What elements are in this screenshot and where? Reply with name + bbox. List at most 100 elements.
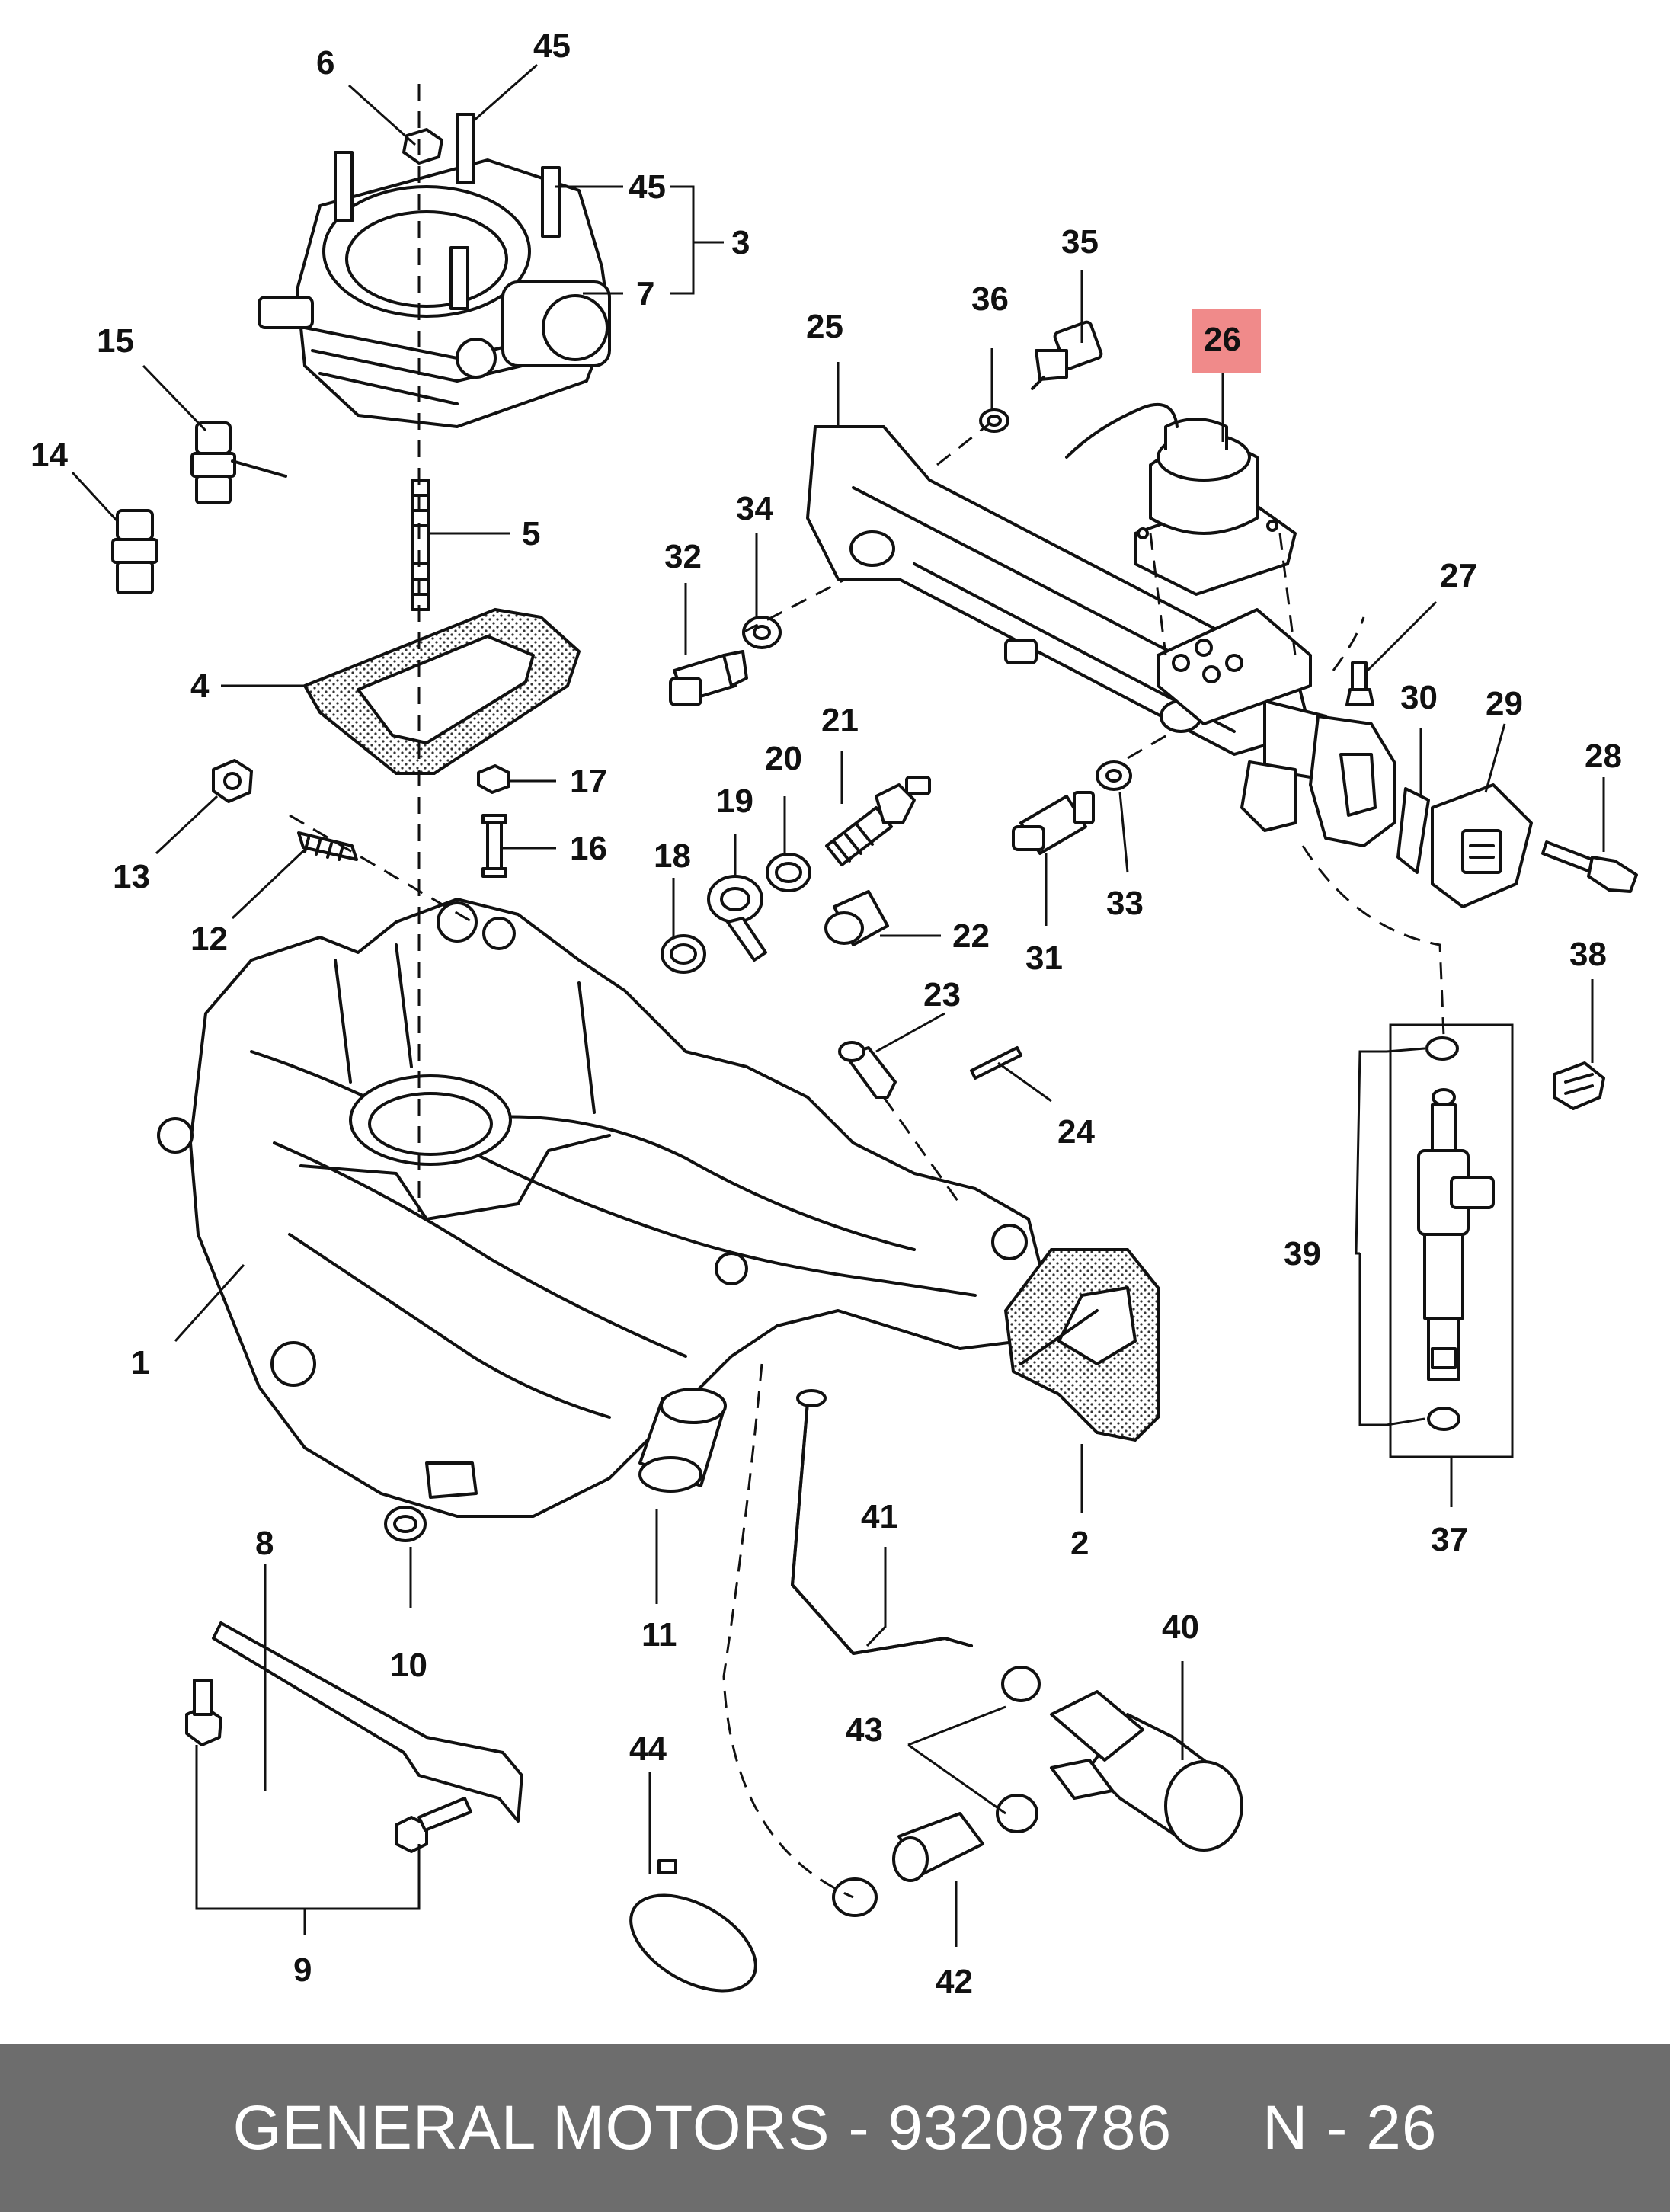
connector-42 — [892, 1812, 984, 1882]
filter-40 — [1050, 1690, 1243, 1852]
callout-44: 44 — [629, 1730, 667, 1768]
callout-43: 43 — [846, 1711, 883, 1749]
callout-34: 34 — [736, 490, 773, 527]
callout-21: 21 — [821, 702, 859, 739]
seal-18 — [661, 934, 706, 974]
callout-36: 36 — [971, 280, 1009, 318]
clamp-43a — [1001, 1666, 1041, 1702]
washer-34 — [742, 616, 782, 649]
footer-ref-prefix: N - — [1262, 2093, 1367, 2162]
pin-24 — [970, 1046, 1022, 1080]
bolt-9a — [185, 1679, 222, 1746]
callout-2: 2 — [1070, 1525, 1089, 1562]
callout-29: 29 — [1486, 685, 1523, 722]
fitting-15 — [190, 421, 287, 504]
callout-13: 13 — [113, 858, 150, 895]
footer-ref-number: 26 — [1366, 2093, 1438, 2162]
pin-16 — [481, 814, 507, 878]
callout-14: 14 — [30, 437, 68, 474]
callout-5: 5 — [522, 515, 540, 552]
callout-17: 17 — [570, 763, 607, 800]
fitting-14 — [111, 509, 158, 594]
fuel-pressure-regulator — [1065, 403, 1312, 725]
banjo-19 — [707, 875, 767, 962]
callout-25: 25 — [806, 308, 843, 345]
callout-18: 18 — [654, 837, 691, 875]
cover-29 — [1431, 783, 1533, 908]
exploded-parts-diagram: 6 45 45 3 7 15 14 5 4 13 12 17 16 1 35 3… — [30, 27, 1638, 2000]
seal-20 — [766, 853, 811, 892]
callout-22: 22 — [952, 917, 990, 955]
nut-17 — [477, 764, 510, 794]
callout-15: 15 — [97, 322, 134, 360]
cap-11 — [638, 1388, 727, 1493]
cap-22 — [824, 890, 889, 946]
callout-26: 26 — [1204, 321, 1241, 358]
nut-13 — [212, 759, 253, 803]
callout-20: 20 — [765, 740, 802, 777]
sensor-32 — [669, 650, 748, 706]
leader-lines — [71, 63, 1605, 1947]
callout-16: 16 — [570, 830, 607, 867]
sensor-31 — [1012, 791, 1095, 855]
callout-45: 45 — [629, 168, 666, 206]
footer-gap — [1172, 2093, 1262, 2162]
seal-10 — [384, 1506, 427, 1542]
callout-38: 38 — [1569, 936, 1607, 973]
assembly-lines — [289, 84, 1445, 1899]
callout-35: 35 — [1061, 223, 1099, 261]
callout-1: 1 — [131, 1344, 149, 1381]
callout-33: 33 — [1106, 885, 1144, 922]
callout-7: 7 — [636, 275, 654, 312]
stud-12 — [297, 831, 358, 861]
callout-23: 23 — [923, 976, 961, 1013]
bolt-27 — [1345, 661, 1374, 706]
sensor-35 — [1031, 320, 1103, 390]
footer-bar: GENERAL MOTORS - 93208786 N - 26 — [0, 2044, 1670, 2212]
stud-5 — [411, 479, 430, 611]
callout-6: 6 — [316, 44, 334, 82]
callout-12: 12 — [190, 920, 228, 958]
clamp-43b — [996, 1794, 1038, 1833]
callout-10: 10 — [390, 1647, 427, 1684]
callout-4: 4 — [190, 667, 210, 705]
sensor-21 — [825, 776, 931, 866]
callout-41: 41 — [861, 1498, 898, 1535]
washer-33 — [1096, 760, 1132, 791]
callout-19: 19 — [716, 783, 753, 820]
footer-part-number: 93208786 — [888, 2093, 1173, 2162]
callout-11: 11 — [641, 1616, 677, 1653]
bracket-8 — [212, 1621, 523, 1823]
callout-24: 24 — [1057, 1113, 1095, 1151]
callout-27: 27 — [1440, 557, 1477, 594]
footer-brand: GENERAL MOTORS — [232, 2093, 830, 2162]
clamp-42 — [832, 1877, 878, 1917]
callout-39: 39 — [1284, 1235, 1321, 1272]
gasket-4 — [302, 607, 581, 775]
callout-labels: 6 45 45 3 7 15 14 5 4 13 12 17 16 1 35 3… — [30, 27, 1622, 2000]
hose-clamp-44 — [629, 1859, 757, 1993]
callout-28: 28 — [1585, 738, 1622, 775]
callout-30: 30 — [1400, 679, 1438, 716]
callout-40: 40 — [1162, 1609, 1199, 1646]
footer-caption: GENERAL MOTORS - 93208786 N - 26 — [233, 2092, 1438, 2164]
callout-9: 9 — [293, 1951, 312, 1989]
fuel-injector — [1417, 1036, 1495, 1431]
callout-31: 31 — [1025, 940, 1063, 977]
bolt-9b — [395, 1797, 472, 1853]
gasket-30 — [1396, 787, 1430, 874]
footer-separator: - — [830, 2093, 888, 2162]
highlight-box-26 — [1192, 309, 1261, 373]
hose-41 — [791, 1389, 973, 1655]
throttle-body — [258, 113, 611, 428]
callout-37: 37 — [1431, 1521, 1468, 1558]
fitting-23 — [838, 1041, 897, 1099]
callout-3: 3 — [731, 224, 750, 261]
callout-32: 32 — [664, 538, 702, 575]
bolt-28 — [1541, 840, 1638, 893]
callout-42: 42 — [936, 1963, 973, 2000]
callout-45: 45 — [533, 27, 571, 65]
intake-manifold — [157, 898, 1045, 1518]
manifold-gasket — [1003, 1248, 1160, 1442]
clip-38 — [1553, 1061, 1605, 1110]
